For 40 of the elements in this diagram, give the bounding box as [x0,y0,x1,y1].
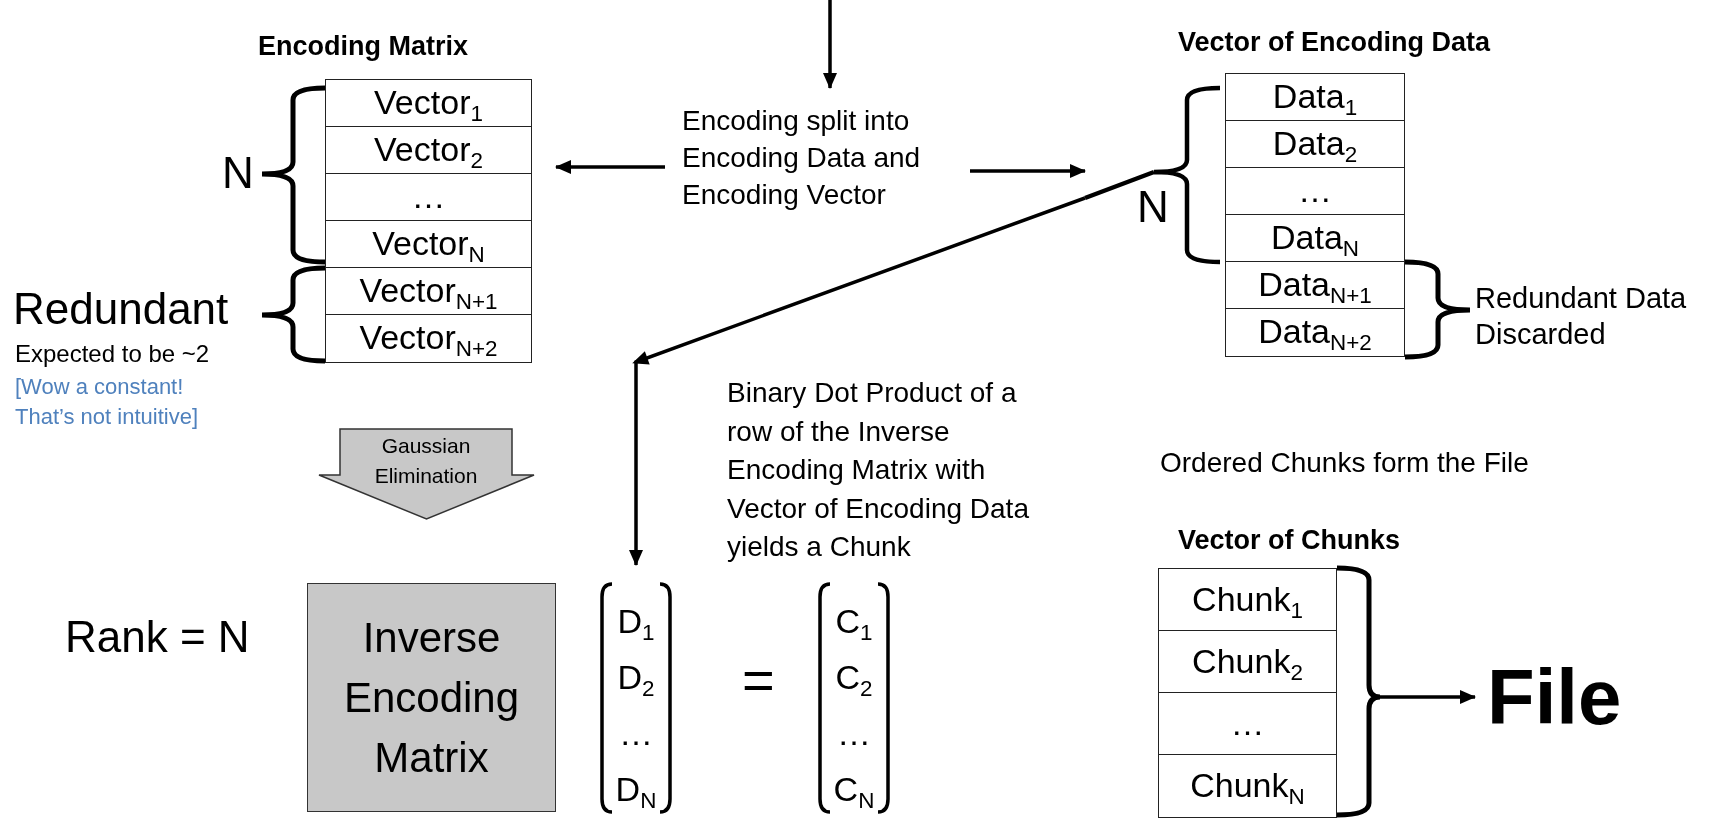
vector-entry: C$_{2}$ [834,657,874,704]
matrix-box: Inverse Encoding Matrix [307,583,556,812]
table-row: Data$_{N+2}$ [1225,308,1405,357]
table-row: Chunk$_{N}$ [1158,754,1337,818]
vector-entry: D$_{N}$ [614,769,658,816]
note-text: Ordered Chunks form the File [1160,447,1529,480]
table-row: Data$_{N+1}$ [1225,261,1405,310]
table-row: Chunk$_{2}$ [1158,630,1337,694]
equation-text: Rank = N [65,612,250,663]
table-row: … [325,173,532,222]
brace-label: N [222,148,254,199]
vector-entry: D$_{2}$ [616,657,656,704]
equals-sign: = [742,648,775,713]
table-row: Data$_{N}$ [1225,214,1405,263]
table-row: Vector$_{1}$ [325,79,532,128]
arrow-label: Gaussian Elimination [373,433,479,489]
table-row: Vector$_{N}$ [325,220,532,269]
note-text: Expected to be ~2 [15,340,210,368]
table-row: Data$_{1}$ [1225,73,1405,122]
table-row: Vector$_{N+1}$ [325,267,532,316]
table-title: Vector of Encoding Data [1178,26,1491,58]
note-text: [Wow a constant! That’s not intuitive] [15,373,200,431]
table-title: Vector of Chunks [1178,524,1401,556]
vector-entry: C$_{1}$ [834,601,874,648]
brace-label: Redundant [13,284,229,335]
table-row: Chunk$_{1}$ [1158,568,1337,632]
table-title: Encoding Matrix [258,30,468,62]
table-row: Vector$_{2}$ [325,126,532,175]
vector-entry: C$_{N}$ [832,769,876,816]
table-row: Vector$_{N+2}$ [325,314,532,363]
vector-entry: … [618,713,654,754]
vector-entry: … [836,713,872,754]
vector-entry: D$_{1}$ [616,601,656,648]
annotation-text: Encoding split into Encoding Data and Encoding Vector [681,104,922,212]
note-text: Binary Dot Product of a row of the Inverse Encoding Matrix with Vector of Encoding Data yields a Chunk [727,376,1030,564]
note-text: Redundant Data Discarded [1475,281,1688,352]
table-row: … [1158,692,1337,756]
table-row: … [1225,167,1405,216]
table-row: Data$_{2}$ [1225,120,1405,169]
brace-label: N [1137,182,1169,233]
